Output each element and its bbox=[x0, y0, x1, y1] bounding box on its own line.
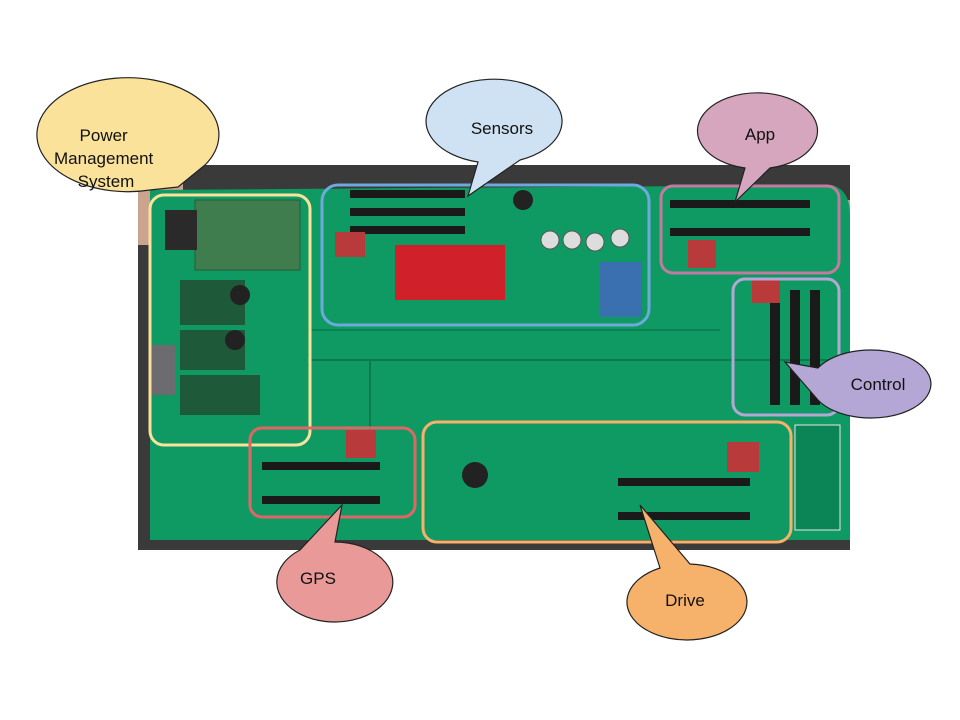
sensors-callout-label: Sensors bbox=[471, 119, 533, 138]
pin-header bbox=[350, 208, 465, 216]
pin-header bbox=[350, 190, 465, 198]
pin-header bbox=[262, 496, 380, 504]
gps-callout-label: GPS bbox=[300, 569, 336, 588]
pin-header bbox=[670, 228, 810, 236]
capacitor bbox=[585, 232, 605, 252]
capacitor bbox=[225, 330, 245, 350]
capacitor bbox=[562, 230, 582, 250]
terminal-block bbox=[165, 210, 197, 250]
power-callout-label: Power Management System bbox=[54, 126, 158, 191]
pin-header bbox=[790, 290, 800, 405]
drive-callout-bubble bbox=[626, 504, 748, 641]
sensors-region-outline bbox=[320, 183, 651, 327]
st-module bbox=[194, 199, 301, 271]
capacitor bbox=[513, 190, 533, 210]
pin-header bbox=[618, 478, 750, 486]
capacitor bbox=[610, 228, 630, 248]
sensor-blue-module bbox=[600, 262, 642, 317]
control-callout-label: Control bbox=[851, 375, 906, 394]
capacitor bbox=[540, 230, 560, 250]
pin-header bbox=[618, 512, 750, 520]
drive-chip bbox=[727, 442, 759, 472]
pin-header bbox=[262, 462, 380, 470]
dc-converter-3 bbox=[180, 375, 260, 415]
pin-header bbox=[670, 200, 810, 208]
control-chip bbox=[752, 278, 780, 303]
sensor-breakout-red bbox=[395, 245, 505, 300]
buzzer bbox=[462, 462, 488, 488]
gps-callout-bubble bbox=[276, 503, 394, 623]
drive-region-outline bbox=[421, 420, 793, 544]
app-callout-label: App bbox=[745, 125, 775, 144]
capacitor bbox=[230, 285, 250, 305]
large-capacitor bbox=[150, 345, 175, 395]
sensors-callout-bubble bbox=[425, 78, 563, 198]
control-callout-bubble bbox=[783, 349, 932, 419]
pin-header bbox=[810, 290, 820, 405]
control-region-outline bbox=[731, 277, 841, 417]
pin-header bbox=[350, 226, 465, 234]
app-callout-bubble bbox=[696, 92, 819, 205]
app-chip bbox=[688, 240, 716, 268]
sensor-chip bbox=[335, 232, 365, 257]
gps-chip bbox=[346, 430, 376, 458]
connector-panel bbox=[794, 424, 841, 531]
power-region-outline bbox=[148, 193, 312, 447]
drive-callout-label: Drive bbox=[665, 591, 705, 610]
power-callout-bubble bbox=[36, 77, 220, 193]
pin-header bbox=[770, 290, 780, 405]
